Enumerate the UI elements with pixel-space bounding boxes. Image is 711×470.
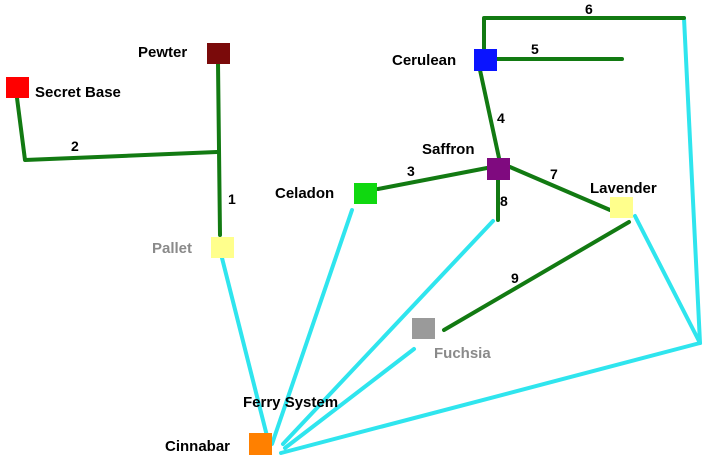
ferry-line-fuchsia xyxy=(283,347,416,450)
saffron-marker xyxy=(487,158,510,180)
route-4-line xyxy=(478,68,501,160)
town-labels: Pewter Secret Base Cerulean Saffron Cela… xyxy=(35,44,657,455)
fuchsia-marker xyxy=(412,318,435,339)
town-markers xyxy=(6,43,633,455)
cerulean-marker xyxy=(474,49,497,71)
route-numbers: 1 2 3 4 5 6 7 8 9 xyxy=(71,1,593,286)
route-2-number: 2 xyxy=(71,138,79,154)
route-8-number: 8 xyxy=(500,193,508,209)
route-6-number: 6 xyxy=(585,1,593,17)
ferry-line-pallet xyxy=(220,256,270,442)
pewter-marker xyxy=(207,43,230,64)
route-9-line xyxy=(442,220,631,332)
ferry-line-lavender xyxy=(633,214,702,345)
route-3-number: 3 xyxy=(407,163,415,179)
route-3-line xyxy=(376,166,489,191)
celadon-marker xyxy=(354,183,377,204)
route-9-number: 9 xyxy=(511,270,519,286)
ferry-line-celadon xyxy=(270,208,354,446)
route-1-number: 1 xyxy=(228,191,236,207)
cinnabar-marker xyxy=(249,433,272,455)
pallet-label: Pallet xyxy=(152,240,192,257)
ferry-line-route6-east xyxy=(682,16,702,345)
route-4-number: 4 xyxy=(497,110,505,126)
secret-base-label: Secret Base xyxy=(35,84,121,101)
route-2-line xyxy=(15,96,219,162)
ferry-line-cinnabar-east xyxy=(279,341,702,455)
route-5-number: 5 xyxy=(531,41,539,57)
cerulean-label: Cerulean xyxy=(392,52,456,69)
cinnabar-label: Cinnabar xyxy=(165,438,230,455)
pewter-label: Pewter xyxy=(138,44,187,61)
secret-base-marker xyxy=(6,77,29,98)
lavender-marker xyxy=(610,197,633,218)
pallet-marker xyxy=(211,237,234,258)
route-7-line xyxy=(508,165,612,212)
celadon-label: Celadon xyxy=(275,185,334,202)
ferry-lines xyxy=(220,16,702,455)
routes xyxy=(15,16,686,332)
saffron-label: Saffron xyxy=(422,141,475,158)
route-7-number: 7 xyxy=(550,166,558,182)
ferry-system-label: Ferry System xyxy=(243,394,338,411)
route-1-line xyxy=(216,61,222,237)
lavender-label: Lavender xyxy=(590,180,657,197)
route-6-line xyxy=(482,16,686,52)
fuchsia-label: Fuchsia xyxy=(434,345,491,362)
ferry-line-saffron xyxy=(281,219,495,446)
